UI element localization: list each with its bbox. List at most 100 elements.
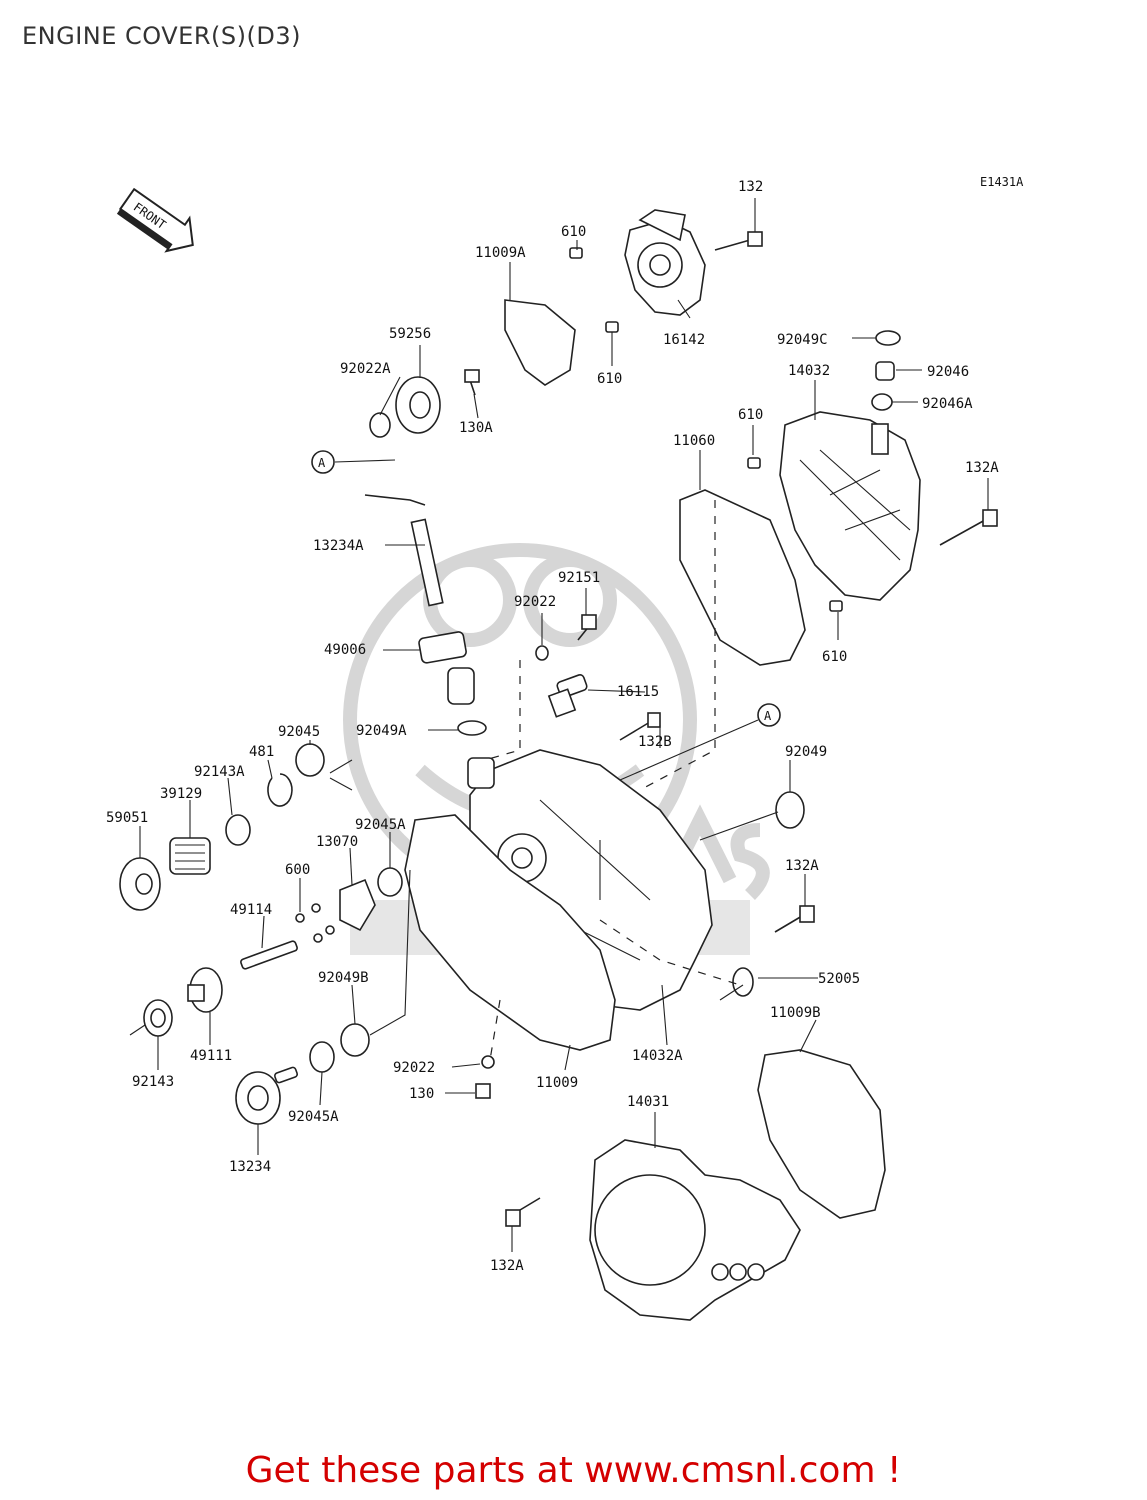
- bolt-130[interactable]: [475, 1083, 491, 1099]
- circlip-481[interactable]: [267, 773, 293, 807]
- dowel-610-b[interactable]: [605, 321, 619, 333]
- sensor-49006[interactable]: [418, 631, 475, 705]
- part-label-92049a[interactable]: 92049A: [356, 723, 407, 739]
- gear-13234[interactable]: [235, 1066, 299, 1125]
- part-label-481[interactable]: 481: [249, 744, 274, 760]
- part-label-92049[interactable]: 92049: [785, 744, 827, 760]
- gasket-11009b[interactable]: [757, 1049, 886, 1219]
- part-label-92022[interactable]: 92022: [514, 594, 556, 610]
- part-label-52005[interactable]: 52005: [818, 971, 860, 987]
- bolt-132-top[interactable]: [714, 231, 763, 251]
- part-label-92022[interactable]: 92022: [393, 1060, 435, 1076]
- lever-49111[interactable]: [187, 967, 223, 1013]
- part-label-132a[interactable]: 132A: [965, 460, 999, 476]
- part-label-14032a[interactable]: 14032A: [632, 1048, 683, 1064]
- part-label-610[interactable]: 610: [597, 371, 622, 387]
- part-label-13070[interactable]: 13070: [316, 834, 358, 850]
- part-label-11009b[interactable]: 11009B: [770, 1005, 821, 1021]
- seal-92049[interactable]: [775, 791, 805, 829]
- bolt-130a[interactable]: [464, 369, 480, 396]
- part-label-92151[interactable]: 92151: [558, 570, 600, 586]
- washer-92022-b[interactable]: [481, 1055, 495, 1069]
- part-label-14031[interactable]: 14031: [627, 1094, 669, 1110]
- part-label-49006[interactable]: 49006: [324, 642, 366, 658]
- part-label-92143a[interactable]: 92143A: [194, 764, 245, 780]
- bearing-92045a-b[interactable]: [309, 1041, 335, 1073]
- part-label-92022a[interactable]: 92022A: [340, 361, 391, 377]
- gasket-11009a[interactable]: [504, 299, 576, 386]
- clutch-cover-14032[interactable]: [779, 411, 921, 601]
- part-label-92045a[interactable]: 92045A: [288, 1109, 339, 1125]
- bolt-132a-mid[interactable]: [774, 905, 815, 933]
- part-label-132a[interactable]: 132A: [785, 858, 819, 874]
- part-label-132b[interactable]: 132B: [638, 734, 672, 750]
- seal-92143[interactable]: [143, 999, 173, 1037]
- part-label-600[interactable]: 600: [285, 862, 310, 878]
- generator-cover-14031[interactable]: [589, 1139, 801, 1321]
- gear-59051[interactable]: [119, 857, 161, 911]
- part-label-59051[interactable]: 59051: [106, 810, 148, 826]
- part-label-132[interactable]: 132: [738, 179, 763, 195]
- promo-link[interactable]: Get these parts at www.cmsnl.com !: [245, 1450, 902, 1491]
- seal-52005[interactable]: [732, 967, 754, 997]
- part-label-39129[interactable]: 39129: [160, 786, 202, 802]
- part-label-610[interactable]: 610: [561, 224, 586, 240]
- part-label-49111[interactable]: 49111: [190, 1048, 232, 1064]
- water-pump-cover-16142[interactable]: [624, 209, 706, 316]
- washer-92022-a[interactable]: [535, 645, 549, 661]
- shaft-13234a[interactable]: [364, 494, 444, 607]
- cap-92046a[interactable]: [871, 393, 893, 411]
- svg-text:A: A: [318, 456, 326, 470]
- part-label-130a[interactable]: 130A: [459, 420, 493, 436]
- part-label-13234a[interactable]: 13234A: [313, 538, 364, 554]
- bolt-132a-right[interactable]: [939, 509, 998, 546]
- part-label-610[interactable]: 610: [738, 407, 763, 423]
- bearing-92045a-a[interactable]: [377, 867, 403, 897]
- gasket-11009[interactable]: [404, 814, 616, 1051]
- o-ring-92049a[interactable]: [457, 720, 487, 736]
- impeller-59256[interactable]: [395, 376, 441, 434]
- bolt-92151[interactable]: [577, 614, 597, 641]
- gasket-11060[interactable]: [679, 489, 806, 666]
- part-label-92049b[interactable]: 92049B: [318, 970, 369, 986]
- cap-92049c[interactable]: [875, 330, 901, 346]
- part-label-132a[interactable]: 132A: [490, 1258, 524, 1274]
- callout-a-left: A: [311, 450, 335, 474]
- bolt-132b[interactable]: [619, 712, 661, 741]
- part-label-92049c[interactable]: 92049C: [777, 332, 828, 348]
- part-label-16115[interactable]: 16115: [617, 684, 659, 700]
- part-label-49114[interactable]: 49114: [230, 902, 272, 918]
- balls-600[interactable]: [295, 903, 335, 943]
- bearing-92049b[interactable]: [340, 1023, 370, 1057]
- shaft-49114[interactable]: [240, 940, 298, 970]
- part-label-11060[interactable]: 11060: [673, 433, 715, 449]
- part-label-92046[interactable]: 92046: [927, 364, 969, 380]
- washer-92022a[interactable]: [369, 412, 391, 438]
- plug-16115[interactable]: [547, 674, 588, 718]
- washer-92143a[interactable]: [225, 814, 251, 846]
- bearing-92045[interactable]: [295, 743, 325, 777]
- dowel-610-d[interactable]: [829, 600, 843, 612]
- part-label-59256[interactable]: 59256: [389, 326, 431, 342]
- part-label-92143[interactable]: 92143: [132, 1074, 174, 1090]
- dowel-610-a[interactable]: [569, 247, 583, 259]
- part-label-16142[interactable]: 16142: [663, 332, 705, 348]
- part-label-92045a[interactable]: 92045A: [355, 817, 406, 833]
- callout-a-right: A: [757, 703, 781, 727]
- part-label-610[interactable]: 610: [822, 649, 847, 665]
- bolt-132a-bottom[interactable]: [505, 1197, 541, 1227]
- part-label-130[interactable]: 130: [409, 1086, 434, 1102]
- svg-text:A: A: [764, 709, 772, 723]
- cap-92046[interactable]: [875, 361, 895, 381]
- part-label-92045[interactable]: 92045: [278, 724, 320, 740]
- part-label-13234[interactable]: 13234: [229, 1159, 271, 1175]
- dowel-610-c[interactable]: [747, 457, 761, 469]
- part-label-11009[interactable]: 11009: [536, 1075, 578, 1091]
- leader-lines: [129, 198, 989, 1252]
- page-title: ENGINE COVER(S)(D3): [22, 22, 301, 50]
- spring-39129[interactable]: [169, 837, 211, 875]
- part-label-92046a[interactable]: 92046A: [922, 396, 973, 412]
- impeller-13070[interactable]: [339, 878, 376, 932]
- part-label-11009a[interactable]: 11009A: [475, 245, 526, 261]
- part-label-14032[interactable]: 14032: [788, 363, 830, 379]
